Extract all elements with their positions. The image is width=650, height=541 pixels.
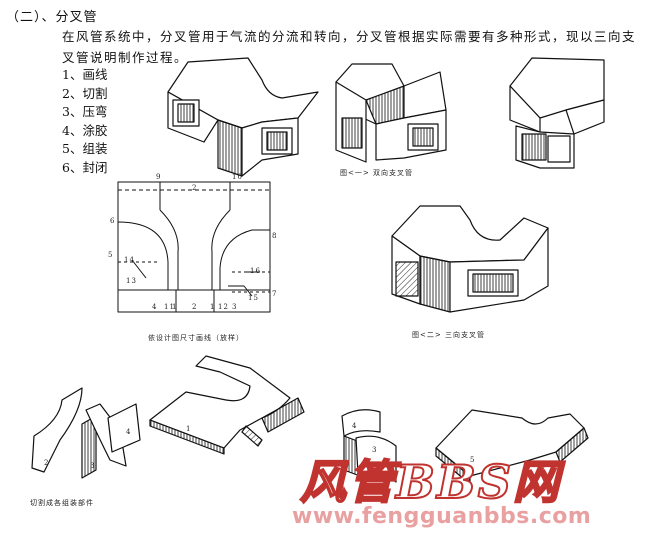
parts-group-b [149, 355, 305, 455]
layout-label: 1 [172, 303, 178, 311]
layout-label: 4 [152, 303, 158, 311]
layout-label: 5 [108, 251, 114, 259]
part-label: 2 [44, 459, 50, 467]
layout-label: 7 [272, 290, 278, 298]
layout-label: 2 [192, 184, 198, 192]
layout-label: 1 [210, 303, 216, 311]
part-label: 4 [352, 422, 358, 430]
layout-label: 15 [248, 294, 259, 302]
parts-group-d [435, 409, 589, 485]
layout-drawing [117, 181, 271, 313]
fig-three-way-branch [391, 205, 549, 313]
layout-label: 12 [218, 303, 229, 311]
layout-label: 14 [124, 256, 135, 264]
layout-label: 9 [156, 173, 162, 181]
caption-fig1: 图<一> 双向支叉管 [340, 169, 413, 177]
section-heading: （二）、分叉管 [6, 10, 98, 25]
caption-fig2: 图<二> 三向支叉管 [412, 331, 485, 339]
step-item: 5、组装 [62, 141, 108, 156]
fig-two-way-branch-a [167, 57, 319, 177]
part-label: 1 [186, 425, 192, 433]
caption-parts: 切割成各组装部件 [30, 499, 94, 507]
fig-two-way-branch-b [335, 63, 447, 163]
caption-layout: 依设计图尺寸画线（放样） [148, 334, 244, 342]
part-label: 3 [372, 446, 378, 454]
layout-label: 16 [250, 267, 261, 275]
layout-label: 10 [232, 173, 243, 181]
part-label: 3 [90, 462, 96, 470]
intro-paragraph: 在风管系统中，分叉管用于气流的分流和转向，分叉管根据实际需要有多种形式，现以三向… [62, 29, 637, 65]
watermark-logo: 风管BBS网 [299, 454, 561, 510]
layout-label: 11 [164, 303, 175, 311]
step-item: 2、切割 [62, 85, 108, 101]
watermark-url: www.fengguanbbs.com [292, 504, 592, 529]
part-label: 5 [470, 456, 476, 464]
layout-label: 3 [232, 303, 238, 311]
layout-label: 6 [110, 217, 116, 225]
layout-label: 2 [192, 303, 198, 311]
step-item: 3、压弯 [62, 104, 108, 119]
step-item: 4、涂胶 [62, 122, 108, 138]
part-label: 4 [126, 428, 132, 436]
step-list: 1、画线 2、切割 3、压弯 4、涂胶 5、组装 6、封闭 [62, 66, 107, 177]
layout-label: 13 [126, 277, 137, 285]
step-item: 1、画线 [62, 67, 108, 82]
layout-label: 8 [272, 232, 278, 240]
fig-two-way-branch-c [509, 57, 605, 169]
parts-group-a [31, 387, 141, 479]
step-item: 6、封闭 [62, 159, 108, 175]
parts-group-c [341, 409, 397, 483]
